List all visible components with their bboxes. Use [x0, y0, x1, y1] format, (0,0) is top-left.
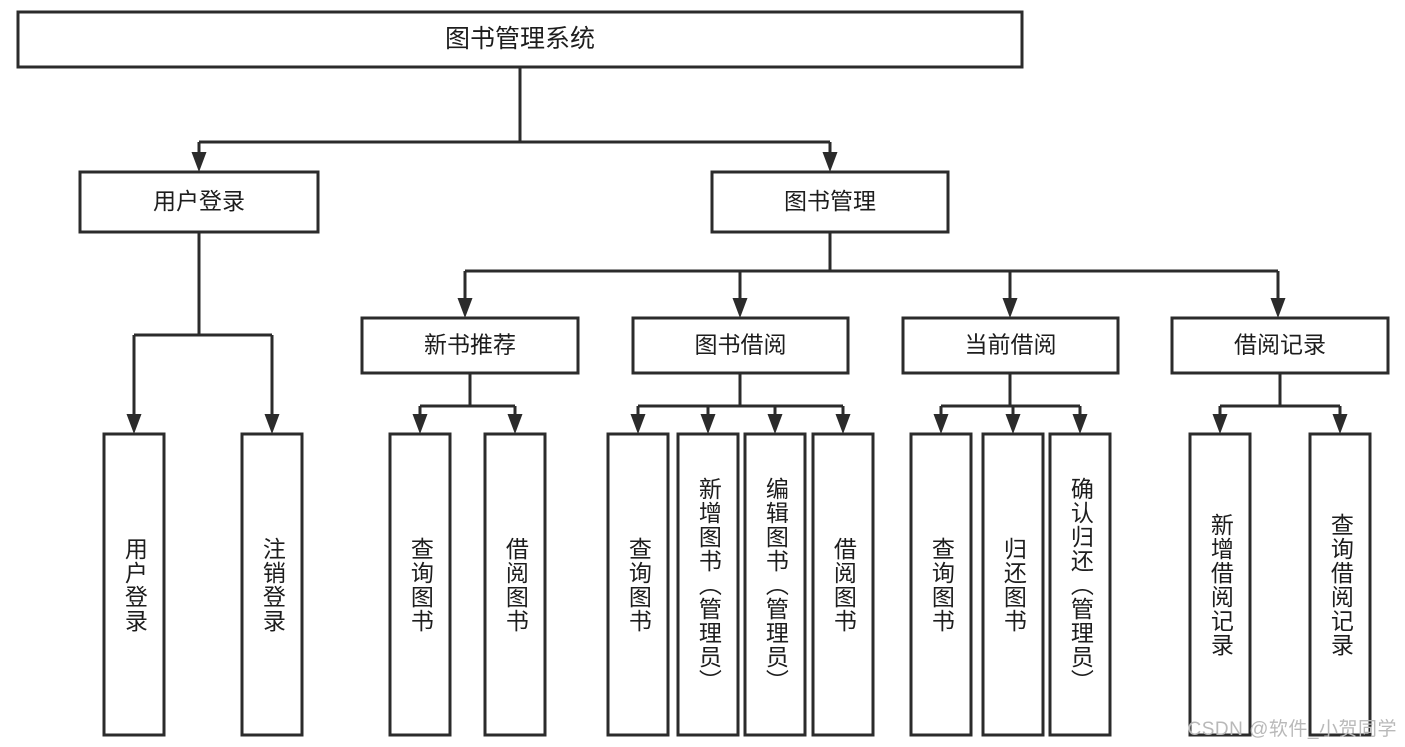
conn-new-book-rec-arrowhead-1	[507, 414, 523, 434]
node-borrow-record[interactable]: 借阅记录	[1170, 316, 1390, 375]
node-label-book-borrow: 图书借阅	[695, 332, 787, 358]
node-leaf-query-book-current[interactable]	[909, 432, 973, 737]
node-root[interactable]: 图书管理系统	[16, 10, 1024, 69]
conn-current-borrow-arrowhead-0	[933, 414, 949, 434]
node-box-leaf-confirm-return-admin[interactable]	[1048, 432, 1112, 737]
conn-book-borrow	[630, 373, 851, 434]
node-box-book-manage[interactable]	[710, 170, 950, 234]
connectors-layer	[126, 67, 1348, 434]
conn-root-arrowhead-0	[191, 152, 207, 172]
conn-new-book-rec	[412, 373, 523, 434]
node-label-user-login: 用户登录	[153, 188, 245, 214]
node-box-leaf-edit-book-admin[interactable]	[743, 432, 807, 737]
node-leaf-query-borrow-record[interactable]	[1308, 432, 1372, 737]
node-box-leaf-query-book-rec[interactable]	[388, 432, 452, 737]
conn-book-borrow-arrowhead-3	[835, 414, 851, 434]
node-box-leaf-add-borrow-record[interactable]	[1188, 432, 1252, 737]
node-box-leaf-query-book-current[interactable]	[909, 432, 973, 737]
node-leaf-logout-login[interactable]	[240, 432, 304, 737]
conn-borrow-record-arrowhead-1	[1332, 414, 1348, 434]
conn-user-login	[126, 232, 280, 434]
node-label-new-book-rec: 新书推荐	[424, 332, 516, 358]
conn-book-borrow-arrowhead-2	[767, 414, 783, 434]
node-user-login[interactable]: 用户登录	[78, 170, 320, 234]
node-label-root: 图书管理系统	[445, 25, 595, 53]
node-leaf-user-login[interactable]	[102, 432, 166, 737]
node-label-current-borrow: 当前借阅	[965, 332, 1057, 358]
node-current-borrow[interactable]: 当前借阅	[901, 316, 1120, 375]
node-leaf-add-borrow-record[interactable]	[1188, 432, 1252, 737]
node-box-leaf-return-book[interactable]	[981, 432, 1045, 737]
conn-book-borrow-arrowhead-0	[630, 414, 646, 434]
node-box-book-borrow[interactable]	[631, 316, 850, 375]
node-leaf-add-book-admin[interactable]	[676, 432, 740, 737]
conn-current-borrow-arrowhead-1	[1005, 414, 1021, 434]
conn-new-book-rec-arrowhead-0	[412, 414, 428, 434]
node-box-current-borrow[interactable]	[901, 316, 1120, 375]
conn-book-borrow-arrowhead-1	[700, 414, 716, 434]
node-box-leaf-user-login[interactable]	[102, 432, 166, 737]
node-box-new-book-rec[interactable]	[360, 316, 580, 375]
node-new-book-rec[interactable]: 新书推荐	[360, 316, 580, 375]
conn-current-borrow-arrowhead-2	[1072, 414, 1088, 434]
node-leaf-borrow-book[interactable]	[811, 432, 875, 737]
node-leaf-borrow-book-rec[interactable]	[483, 432, 547, 737]
node-leaf-query-book-rec[interactable]	[388, 432, 452, 737]
node-label-book-manage: 图书管理	[784, 188, 876, 214]
conn-user-login-arrowhead-1	[264, 414, 280, 434]
conn-book-manage-arrowhead-1	[732, 298, 748, 318]
node-box-user-login[interactable]	[78, 170, 320, 234]
node-box-leaf-query-book-borrow[interactable]	[606, 432, 670, 737]
conn-user-login-arrowhead-0	[126, 414, 142, 434]
conn-borrow-record	[1212, 373, 1348, 434]
node-box-leaf-query-borrow-record[interactable]	[1308, 432, 1372, 737]
node-box-leaf-borrow-book-rec[interactable]	[483, 432, 547, 737]
conn-current-borrow	[933, 373, 1088, 434]
conn-root	[191, 67, 838, 172]
node-box-leaf-add-book-admin[interactable]	[676, 432, 740, 737]
node-box-root[interactable]	[16, 10, 1024, 69]
node-leaf-query-book-borrow[interactable]	[606, 432, 670, 737]
node-box-borrow-record[interactable]	[1170, 316, 1390, 375]
conn-borrow-record-arrowhead-0	[1212, 414, 1228, 434]
node-book-borrow[interactable]: 图书借阅	[631, 316, 850, 375]
node-box-leaf-borrow-book[interactable]	[811, 432, 875, 737]
node-book-manage[interactable]: 图书管理	[710, 170, 950, 234]
conn-book-manage	[457, 232, 1286, 318]
node-leaf-confirm-return-admin[interactable]	[1048, 432, 1112, 737]
node-box-leaf-logout-login[interactable]	[240, 432, 304, 737]
node-leaf-edit-book-admin[interactable]	[743, 432, 807, 737]
conn-book-manage-arrowhead-0	[457, 298, 473, 318]
conn-root-arrowhead-1	[822, 152, 838, 172]
node-label-borrow-record: 借阅记录	[1234, 332, 1326, 358]
watermark-text: CSDN @软件_小贺同学	[1187, 719, 1397, 740]
node-leaf-return-book[interactable]	[981, 432, 1045, 737]
conn-book-manage-arrowhead-2	[1002, 298, 1018, 318]
conn-book-manage-arrowhead-3	[1270, 298, 1286, 318]
